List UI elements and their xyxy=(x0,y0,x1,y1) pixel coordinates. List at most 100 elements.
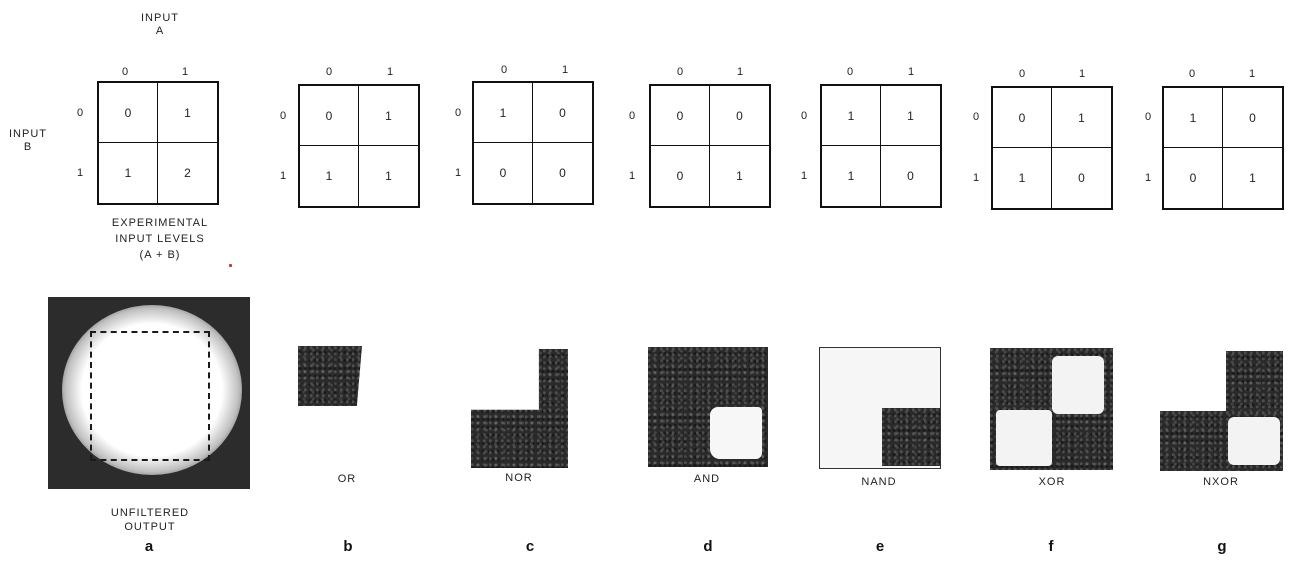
truth-grid-f: 0 1 1 0 xyxy=(991,86,1113,210)
input-a-line1: INPUT xyxy=(120,12,200,25)
input-b-label: INPUT B xyxy=(0,128,56,154)
truth-grid-a: 0 1 1 2 xyxy=(97,81,219,205)
nxor-output-image xyxy=(1160,351,1283,471)
cell-a0b0: 1 xyxy=(474,83,533,143)
cell-a0b0: 1 xyxy=(822,86,881,146)
and-output-image xyxy=(648,347,768,467)
dark-region xyxy=(298,346,362,406)
nand-output-image xyxy=(819,347,941,469)
cell-a1b1: 0 xyxy=(1052,148,1111,208)
row-bit-0: 0 xyxy=(455,107,461,119)
cell-a1b1: 1 xyxy=(710,146,769,206)
col-bit-0: 0 xyxy=(122,66,128,78)
cell-a1b1: 1 xyxy=(1223,148,1282,208)
row-bit-0: 0 xyxy=(77,107,83,119)
row-bit-1: 1 xyxy=(280,170,286,182)
cell-a0b0: 0 xyxy=(651,86,710,146)
cell-a1b1: 2 xyxy=(158,143,217,203)
row-bit-1: 1 xyxy=(1145,172,1151,184)
cell-a1b0: 0 xyxy=(533,83,592,143)
or-output-image xyxy=(298,346,420,468)
input-a-label: INPUT A xyxy=(120,12,200,38)
stray-red-mark xyxy=(229,264,232,267)
gate-label-and: AND xyxy=(662,473,752,485)
cell-a1b0: 1 xyxy=(158,83,217,143)
col-bit-1: 1 xyxy=(1079,68,1085,80)
col-bit-0: 0 xyxy=(847,66,853,78)
truth-grid-d: 0 0 0 1 xyxy=(649,84,771,208)
col-bit-0: 0 xyxy=(501,64,507,76)
bright-region xyxy=(1228,417,1280,465)
cell-a1b0: 1 xyxy=(881,86,940,146)
row-bit-0: 0 xyxy=(973,111,979,123)
panel-letter-g: g xyxy=(1212,538,1232,555)
cell-a1b1: 0 xyxy=(881,146,940,206)
panel-letter-c: c xyxy=(520,538,540,555)
cell-a0b0: 0 xyxy=(300,86,359,146)
cell-a0b1: 0 xyxy=(474,143,533,203)
gate-label-nor: NOR xyxy=(474,472,564,484)
input-a-line2: A xyxy=(120,25,200,38)
col-bit-0: 0 xyxy=(326,66,332,78)
gate-label-or: OR xyxy=(302,473,392,485)
row-bit-1: 1 xyxy=(801,170,807,182)
cell-a0b1: 0 xyxy=(1164,148,1223,208)
panel-letter-f: f xyxy=(1041,538,1061,555)
cell-a1b0: 1 xyxy=(1052,88,1111,148)
cell-a1b1: 0 xyxy=(533,143,592,203)
cell-a0b0: 0 xyxy=(99,83,158,143)
row-bit-1: 1 xyxy=(77,167,83,179)
input-b-line2: B xyxy=(0,141,56,154)
panel-letter-e: e xyxy=(870,538,890,555)
col-bit-1: 1 xyxy=(908,66,914,78)
gate-label-nxor: NXOR xyxy=(1176,476,1266,488)
unfiltered-output-image xyxy=(48,297,250,489)
nor-output-image xyxy=(471,349,568,468)
truth-grid-c: 1 0 0 0 xyxy=(472,81,594,205)
gate-label-nand: NAND xyxy=(834,476,924,488)
unfiltered-line1: UNFILTERED xyxy=(100,506,200,520)
input-b-line1: INPUT xyxy=(0,128,56,141)
cell-a1b0: 1 xyxy=(359,86,418,146)
col-bit-1: 1 xyxy=(387,66,393,78)
dark-region xyxy=(471,349,568,468)
cell-a0b1: 1 xyxy=(99,143,158,203)
panel-letter-d: d xyxy=(698,538,718,555)
cell-a1b0: 0 xyxy=(1223,88,1282,148)
gate-label-xor: XOR xyxy=(1007,476,1097,488)
caption-line1: EXPERIMENTAL xyxy=(80,215,240,231)
cell-a1b1: 1 xyxy=(359,146,418,206)
cell-a0b1: 1 xyxy=(822,146,881,206)
col-bit-0: 0 xyxy=(1189,68,1195,80)
bright-region xyxy=(996,410,1052,466)
col-bit-1: 1 xyxy=(182,66,188,78)
experimental-input-caption: EXPERIMENTAL INPUT LEVELS (A + B) xyxy=(80,215,240,263)
col-bit-0: 0 xyxy=(1019,68,1025,80)
bright-region xyxy=(710,407,762,459)
truth-grid-b: 0 1 1 1 xyxy=(298,84,420,208)
panel-letter-a: a xyxy=(139,538,159,555)
truth-grid-e: 1 1 1 0 xyxy=(820,84,942,208)
row-bit-0: 0 xyxy=(1145,111,1151,123)
dashed-region xyxy=(90,331,210,461)
caption-line3: (A + B) xyxy=(80,247,240,263)
xor-output-image xyxy=(990,348,1113,470)
unfiltered-line2: OUTPUT xyxy=(100,520,200,534)
bright-region xyxy=(1052,356,1104,414)
cell-a0b0: 0 xyxy=(993,88,1052,148)
cell-a0b0: 1 xyxy=(1164,88,1223,148)
truth-grid-g: 1 0 0 1 xyxy=(1162,86,1284,210)
cell-a0b1: 1 xyxy=(300,146,359,206)
row-bit-0: 0 xyxy=(801,110,807,122)
caption-line2: INPUT LEVELS xyxy=(80,231,240,247)
row-bit-1: 1 xyxy=(455,167,461,179)
col-bit-1: 1 xyxy=(562,64,568,76)
cell-a1b0: 0 xyxy=(710,86,769,146)
row-bit-1: 1 xyxy=(629,170,635,182)
cell-a0b1: 0 xyxy=(651,146,710,206)
row-bit-1: 1 xyxy=(973,172,979,184)
col-bit-0: 0 xyxy=(677,66,683,78)
col-bit-1: 1 xyxy=(737,66,743,78)
row-bit-0: 0 xyxy=(629,110,635,122)
cell-a0b1: 1 xyxy=(993,148,1052,208)
